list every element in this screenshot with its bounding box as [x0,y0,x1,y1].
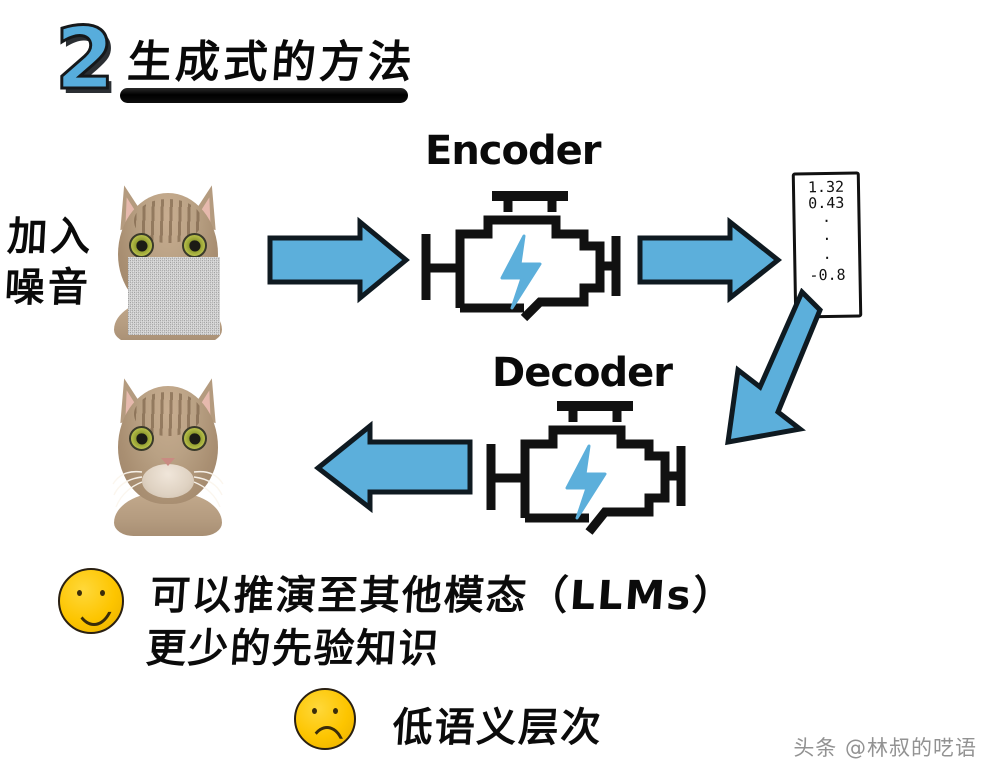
sad-face-icon [294,688,356,750]
add-noise-label: 加入 噪音 [3,212,94,314]
smiley-eye-left [77,590,82,596]
lightning-bolt-icon [565,444,607,520]
cat-pupil-left [136,240,147,251]
sad-mouth [308,726,346,754]
decoder-engine-icon [486,401,686,535]
section-number: 2 [54,9,117,109]
latent-value-1: 0.43 [808,193,845,213]
encoder-label: Encoder [425,128,601,174]
pros-line-1: 可以推演至其他模态（LLMs） [148,573,737,619]
title-underline-bar [120,88,408,103]
arrow-decoder-to-output [313,420,473,514]
smiley-eye-right [100,590,105,596]
arrow-latent-to-decoder [725,288,823,446]
reconstructed-cat-image [107,358,229,538]
cat-pupil-right [189,433,200,444]
noisy-cat-image [107,165,229,340]
cat-pupil-left [136,433,147,444]
noise-patch-overlay [128,257,220,335]
cat-eye-left [129,426,154,451]
sad-eye-right [333,708,338,714]
cons-text: 低语义层次 [391,705,605,751]
latent-value-2: · [821,211,832,230]
latent-value-5: -0.8 [809,265,846,285]
latent-vector-values: 1.32 0.43 · · · -0.8 [795,174,859,284]
decoder-label: Decoder [492,350,673,396]
cat-face-graphic [108,171,228,340]
cat-whiskers [112,470,224,508]
watermark: 头条 @林叔的呓语 [793,736,977,760]
cat-eye-left [129,233,154,258]
arrow-input-to-encoder [267,216,410,304]
cat-nose [161,458,175,466]
add-noise-line-2: 噪音 [3,265,92,312]
cat-pupil-right [189,240,200,251]
pros-text: 可以推演至其他模态（LLMs） 更少的先验知识 [144,570,737,676]
sad-eye-left [312,708,317,714]
add-noise-line-1: 加入 [6,214,95,260]
encoder-engine-icon [421,191,621,322]
cat-eye-right [182,233,207,258]
lightning-bolt-icon [500,234,542,310]
smiley-face-icon [58,568,124,634]
cat-muzzle [142,464,194,498]
arrow-encoder-to-latent [637,216,783,304]
page-title: 生成式的方法 [125,37,418,88]
pros-line-2: 更少的先验知识 [144,626,442,673]
latent-value-3: · [822,230,832,249]
cat-face-graphic [108,364,228,536]
cat-eye-right [182,426,207,451]
smiley-mouth [73,594,115,626]
